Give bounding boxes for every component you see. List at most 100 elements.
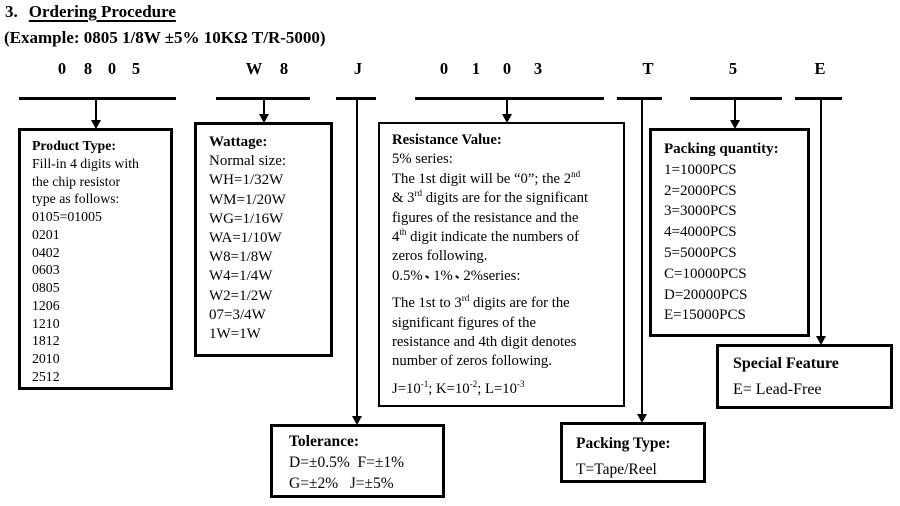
box-line: W4=1/4W [209, 268, 273, 285]
box-line: type as follows: [32, 191, 120, 207]
box-line: WM=1/20W [209, 191, 286, 208]
underline-bar-packing-type [617, 97, 662, 100]
product-type-box: Product Type: Fill-in 4 digits with the … [18, 128, 173, 390]
box-line: number of zeros following. [392, 353, 552, 370]
box-line: 1210 [32, 315, 60, 331]
box-line: T=Tape/Reel [576, 461, 657, 478]
box-line: 0.5%1%2%series: [392, 267, 521, 284]
box-line: 0805 [32, 280, 60, 295]
special-feature-box: Special Feature E= Lead-Free [716, 344, 893, 409]
box-line: The 1st to 3rd digits are for the [392, 293, 570, 312]
box-line: E=15000PCS [664, 307, 746, 324]
code-char-tolerance: J [353, 59, 363, 78]
box-line: 2=2000PCS [664, 182, 737, 199]
underline-bar-resistance [415, 97, 604, 100]
code-char-special-feature: E [814, 59, 826, 78]
box-title: Resistance Value: [392, 132, 502, 148]
box-line: significant figures of the [392, 314, 536, 331]
box-line: The 1st digit will be “0”; the 2nd [392, 168, 581, 187]
example-line: (Example: 0805 1/8W ±5% 10KΩ T/R-5000) [4, 28, 326, 47]
box-line: D=20000PCS [664, 286, 748, 303]
code-char-product-3: 0 [107, 59, 117, 78]
box-line: resistance and 4th digit denotes [392, 334, 577, 351]
tolerance-box: Tolerance: D=±0.5% F=±1% G=±2% J=±5% [270, 424, 445, 498]
arrow-down-wattage-icon [259, 114, 269, 123]
arrow-down-special-feature-icon [816, 336, 826, 345]
connector-line-wattage [263, 99, 265, 117]
code-char-product-1: 0 [57, 59, 67, 78]
section-title: 3. Ordering Procedure [5, 2, 176, 22]
box-line: G=±2% J=±5% [289, 474, 394, 492]
connector-line-packing-quantity [734, 99, 736, 122]
box-line: 0603 [32, 262, 60, 278]
box-line: C=10000PCS [664, 265, 747, 282]
connector-line-resistance [506, 99, 508, 117]
section-title-text: Ordering Procedure [28, 2, 176, 21]
box-line: 0402 [32, 244, 60, 260]
box-line: 3=3000PCS [664, 203, 737, 220]
box-line: 1812 [32, 333, 60, 349]
underline-bar-wattage [216, 97, 310, 100]
code-char-resistance-2: 1 [471, 59, 481, 78]
box-line: J=10-1; K=10-2; L=10-3 [392, 378, 525, 397]
connector-line-tolerance [356, 99, 358, 418]
box-line: 2010 [32, 351, 60, 366]
code-char-packing-type: T [642, 59, 654, 78]
box-line: Normal size: [209, 153, 287, 170]
resistance-value-box: Resistance Value: 5% series: The 1st dig… [378, 122, 625, 407]
ideographic-comma-icon [453, 269, 464, 280]
arrow-down-tolerance-icon [352, 416, 362, 425]
code-char-packing-quantity: 5 [728, 59, 738, 78]
code-char-resistance-1: 0 [439, 59, 449, 78]
code-char-resistance-4: 3 [533, 59, 543, 78]
underline-bar-packing-quantity [690, 97, 782, 100]
box-line: 1=1000PCS [664, 161, 737, 178]
box-line: Fill-in 4 digits with [32, 155, 139, 171]
box-line: WA=1/10W [209, 230, 282, 247]
box-line: WH=1/32W [209, 172, 284, 189]
code-char-wattage-2: 8 [279, 59, 289, 78]
box-title: Special Feature [733, 355, 839, 372]
box-line: WG=1/16W [209, 210, 284, 227]
box-line: & 3rd digits are for the significant [392, 188, 589, 207]
box-line: E= Lead-Free [733, 381, 822, 398]
paragraph-gap [392, 286, 619, 294]
box-line: zeros following. [392, 248, 488, 265]
connector-line-packing-type [641, 99, 643, 416]
box-line: 5% series: [392, 151, 453, 168]
arrow-down-product-icon [91, 120, 101, 129]
box-title: Wattage: [209, 134, 268, 150]
arrow-down-packing-quantity-icon [730, 120, 740, 129]
box-title: Packing Type: [576, 435, 671, 452]
connector-line-special-feature [820, 99, 822, 338]
connector-line-product [95, 99, 97, 122]
box-line: D=±0.5% F=±1% [289, 453, 405, 471]
box-title: Tolerance: [289, 433, 360, 450]
arrow-down-packing-type-icon [637, 414, 647, 423]
underline-bar-product [19, 97, 176, 100]
underline-bar-tolerance [336, 97, 376, 100]
arrow-down-resistance-icon [502, 114, 512, 123]
box-line: 0201 [32, 226, 60, 242]
code-char-wattage-1: W [245, 59, 263, 78]
box-line: 07=3/4W [209, 306, 266, 323]
box-line: 0105=01005 [32, 209, 102, 224]
section-number: 3. [5, 2, 18, 21]
box-line: 1W=1W [209, 326, 261, 343]
box-line: 2512 [32, 368, 60, 384]
box-line: 5=5000PCS [664, 244, 737, 261]
box-title: Product Type: [32, 138, 116, 153]
box-line: 4=4000PCS [664, 224, 737, 241]
box-title: Packing quantity: [664, 141, 779, 157]
box-line: W2=1/2W [209, 287, 273, 304]
box-line: W8=1/8W [209, 249, 273, 266]
box-line: 4th digit indicate the numbers of [392, 227, 579, 246]
box-line: the chip resistor [32, 173, 121, 189]
packing-type-box: Packing Type: T=Tape/Reel [560, 422, 706, 483]
code-char-product-2: 8 [83, 59, 93, 78]
box-line: figures of the resistance and the [392, 209, 579, 226]
code-char-product-4: 5 [131, 59, 141, 78]
code-char-resistance-3: 0 [502, 59, 512, 78]
underline-bar-special-feature [795, 97, 842, 100]
